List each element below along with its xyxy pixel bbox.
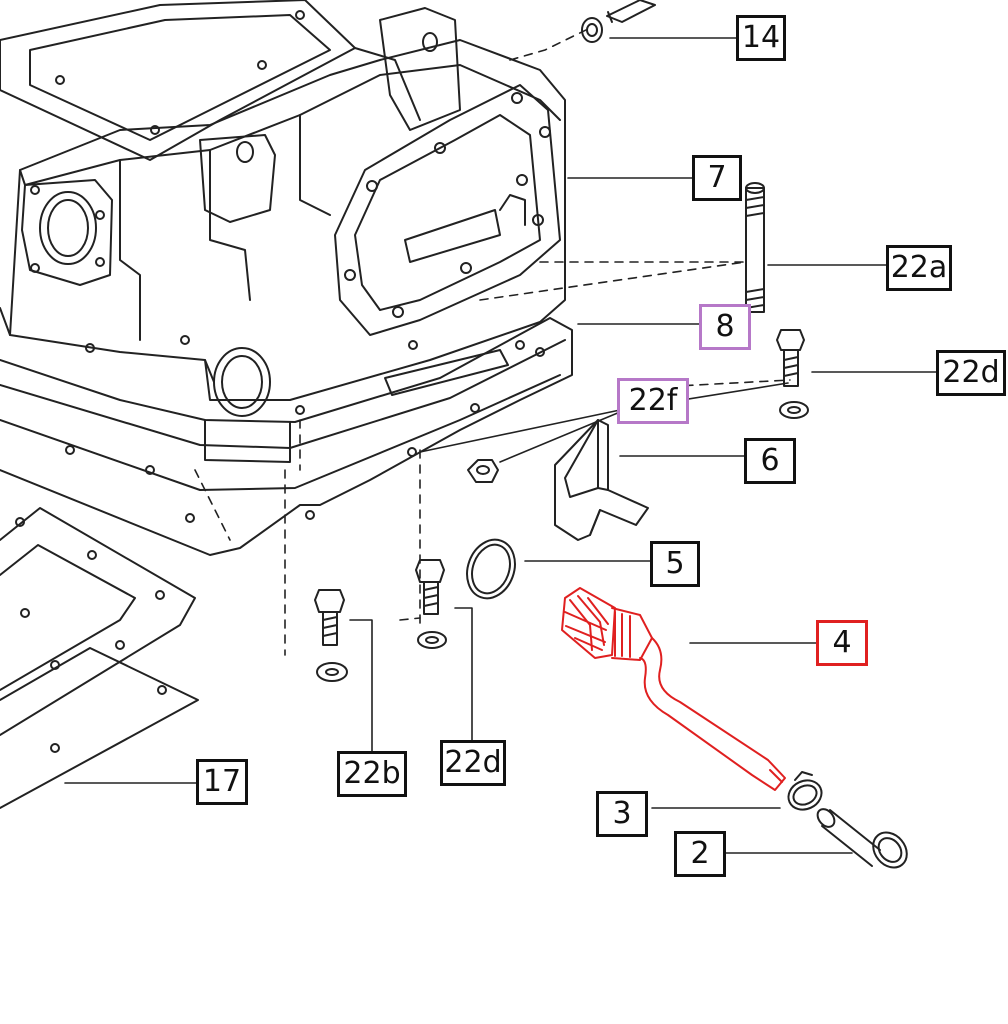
bolt-22d-right xyxy=(776,329,809,419)
callout-17[interactable]: 17 xyxy=(196,759,248,805)
callout-22f[interactable]: 22f xyxy=(617,378,689,424)
callout-7[interactable]: 7 xyxy=(692,155,742,201)
callout-22d-bottom[interactable]: 22d xyxy=(440,740,506,786)
stud-22a xyxy=(745,182,765,313)
callout-3[interactable]: 3 xyxy=(596,791,648,837)
suction-strainer-4 xyxy=(561,587,786,791)
hose-clamp-3 xyxy=(787,771,823,811)
gasket-plates xyxy=(0,507,199,809)
callout-22b[interactable]: 22b xyxy=(337,751,407,797)
hose-2 xyxy=(816,808,908,869)
nut xyxy=(467,459,499,483)
bolt-14 xyxy=(581,0,656,43)
callout-22d-right[interactable]: 22d xyxy=(936,350,1006,396)
callout-14[interactable]: 14 xyxy=(736,15,786,61)
callout-5[interactable]: 5 xyxy=(650,541,700,587)
assembly-guide-lines xyxy=(194,27,791,656)
bolt-22b xyxy=(314,589,348,682)
callout-2[interactable]: 2 xyxy=(674,831,726,877)
callout-8[interactable]: 8 xyxy=(699,304,751,350)
o-ring-5 xyxy=(466,538,516,600)
gearbox-housing xyxy=(0,0,573,556)
callout-22a[interactable]: 22a xyxy=(886,245,952,291)
callout-4[interactable]: 4 xyxy=(816,620,868,666)
bracket-6 xyxy=(554,419,649,541)
callout-leader-lines xyxy=(64,37,939,854)
callout-6[interactable]: 6 xyxy=(744,438,796,484)
